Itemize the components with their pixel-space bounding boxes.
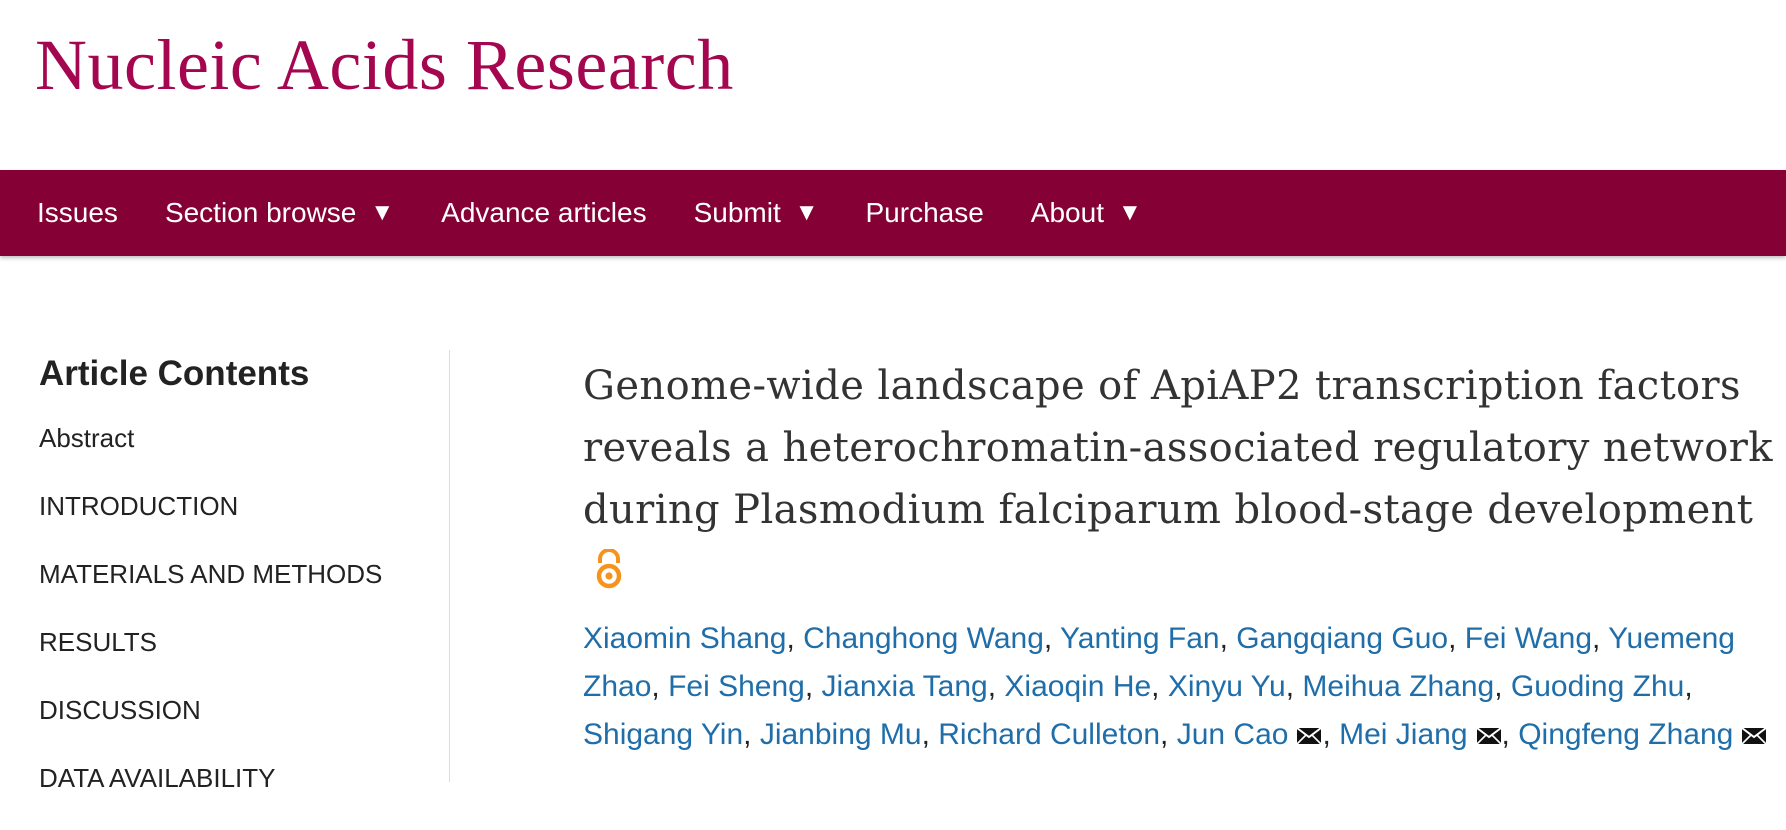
author-link[interactable]: Mei Jiang <box>1339 718 1468 751</box>
author-link[interactable]: Fei Sheng <box>668 670 805 703</box>
author-link[interactable]: Yuemeng Zhao <box>583 622 1735 703</box>
author-link[interactable]: Xinyu Yu <box>1167 670 1286 703</box>
email-icon[interactable] <box>1475 713 1502 761</box>
toc-item-introduction[interactable]: INTRODUCTION <box>39 491 239 521</box>
open-access-icon <box>595 547 623 609</box>
masthead: Nucleic Acids Research <box>0 0 1786 170</box>
nav-item-label: Advance articles <box>441 197 647 228</box>
author-link[interactable]: Xiaoqin He <box>1004 670 1152 703</box>
main-navbar: Issues Section browse ▼ Advance articles Sub… <box>0 170 1786 256</box>
nav-item-section-browse[interactable]: Section browse ▼ <box>165 197 394 229</box>
article-title-text: Genome-wide landscape of ApiAP2 transcri… <box>583 363 1773 533</box>
toc-item-discussion[interactable]: DISCUSSION <box>39 695 201 725</box>
author-link[interactable]: Guoding Zhu <box>1510 670 1685 703</box>
nav-item-submit[interactable]: Submit ▼ <box>694 197 819 229</box>
nav-item-label: Submit <box>693 197 781 228</box>
article-title: Genome-wide landscape of ApiAP2 transcri… <box>583 355 1773 609</box>
nav-item-label: About <box>1030 197 1104 228</box>
email-icon[interactable] <box>1741 713 1767 761</box>
email-icon[interactable] <box>1296 713 1323 761</box>
author-link[interactable]: Yanting Fan <box>1060 622 1220 655</box>
nav-item-about[interactable]: About ▼ <box>1031 197 1142 229</box>
journal-title[interactable]: Nucleic Acids Research <box>35 25 734 105</box>
caret-down-icon: ▼ <box>1117 199 1142 226</box>
author-link[interactable]: Xiaomin Shang <box>583 622 787 655</box>
author-link[interactable]: Jianxia Tang <box>821 670 988 703</box>
caret-down-icon: ▼ <box>794 199 819 226</box>
nav-item-issues[interactable]: Issues <box>37 197 118 229</box>
author-link[interactable]: Shigang Yin <box>583 718 744 751</box>
toc-item-abstract[interactable]: Abstract <box>39 423 135 453</box>
author-link[interactable]: Jun Cao <box>1176 718 1289 751</box>
article-header: Genome-wide landscape of ApiAP2 transcri… <box>583 355 1773 761</box>
author-link[interactable]: Changhong Wang <box>803 622 1044 655</box>
author-link[interactable]: Fei Wang <box>1464 622 1593 655</box>
toc-item-data-availability[interactable]: DATA AVAILABILITY <box>39 763 276 793</box>
nav-item-advance-articles[interactable]: Advance articles <box>441 197 646 229</box>
author-link[interactable]: Richard Culleton <box>938 718 1161 751</box>
author-list: Xiaomin Shang, Changhong Wang, Yanting F… <box>583 615 1773 761</box>
nav-item-purchase[interactable]: Purchase <box>866 197 984 229</box>
author-link[interactable]: Qingfeng Zhang <box>1518 718 1734 751</box>
nav-item-label: Issues <box>37 197 118 228</box>
toc-item-materials-and-methods[interactable]: MATERIALS AND METHODS <box>39 559 383 589</box>
caret-down-icon: ▼ <box>370 199 395 226</box>
sidebar-heading: Article Contents <box>39 354 310 393</box>
nav-list: Issues Section browse ▼ Advance articles Sub… <box>0 170 1786 256</box>
author-link[interactable]: Jianbing Mu <box>759 718 922 751</box>
nav-item-label: Section browse <box>164 197 357 228</box>
toc-item-results[interactable]: RESULTS <box>39 627 157 657</box>
author-link[interactable]: Gangqiang Guo <box>1236 622 1449 655</box>
author-link[interactable]: Meihua Zhang <box>1302 670 1495 703</box>
nav-item-label: Purchase <box>865 197 984 228</box>
